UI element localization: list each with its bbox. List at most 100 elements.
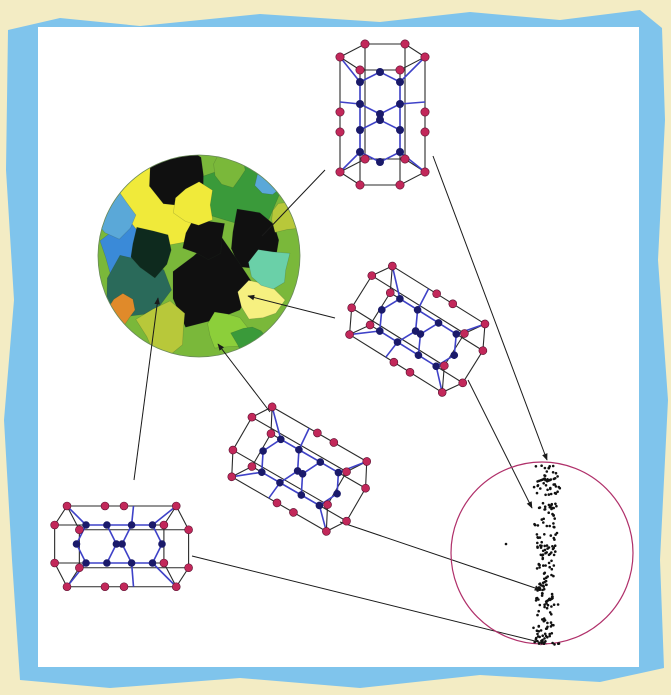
orientation-point — [540, 629, 543, 632]
orientation-point — [545, 635, 548, 638]
oxygen-atom-outer — [401, 155, 409, 163]
orientation-point — [553, 554, 556, 557]
orientation-point — [552, 465, 555, 468]
oxygen-atom-inner — [82, 521, 90, 529]
orientation-point — [551, 593, 554, 596]
orientation-point — [505, 543, 508, 546]
oxygen-atom-outer — [101, 502, 109, 510]
orientation-point — [557, 603, 560, 606]
orientation-point — [553, 643, 556, 646]
orientation-point — [546, 622, 549, 625]
orientation-point — [542, 521, 545, 524]
oxygen-atom-outer — [336, 108, 344, 116]
orientation-point — [536, 480, 539, 483]
orientation-point — [550, 534, 553, 537]
orientation-point — [545, 600, 548, 603]
oxygen-atom-inner — [356, 100, 364, 108]
oxygen-atom-outer — [421, 108, 429, 116]
orientation-point — [542, 553, 545, 556]
orientation-point — [545, 580, 548, 583]
orientation-point — [535, 465, 538, 468]
orientation-point — [553, 603, 556, 606]
oxygen-atom-outer — [336, 168, 344, 176]
orientation-point — [540, 640, 543, 643]
oxygen-atom-inner — [128, 521, 136, 529]
orientation-point — [554, 533, 557, 536]
orientation-point — [544, 564, 547, 567]
oxygen-atom-inner — [376, 116, 384, 124]
oxygen-atom-inner — [128, 559, 136, 567]
orientation-point — [554, 544, 557, 547]
orientation-point — [536, 533, 539, 536]
orientation-point — [533, 486, 536, 489]
oxygen-atom-outer — [51, 521, 59, 529]
orientation-point — [537, 484, 540, 487]
orientation-point — [543, 545, 546, 548]
orientation-point — [543, 606, 546, 609]
orientation-point — [549, 487, 552, 490]
orientation-point — [537, 625, 540, 628]
orientation-point — [543, 533, 546, 536]
oxygen-atom-outer — [75, 564, 83, 572]
oxygen-atom-outer — [361, 40, 369, 48]
oxygen-atom-inner — [103, 559, 111, 567]
orientation-point — [552, 522, 555, 525]
orientation-point — [539, 604, 542, 607]
orientation-point — [553, 517, 556, 520]
orientation-point — [543, 603, 546, 606]
orientation-point — [544, 552, 547, 555]
orientation-point — [544, 640, 547, 643]
oxygen-atom-inner — [356, 148, 364, 156]
oxygen-atom-inner — [396, 148, 404, 156]
orientation-point — [555, 505, 558, 508]
orientation-point — [552, 624, 555, 627]
orientation-point — [545, 584, 548, 587]
orientation-point — [543, 578, 546, 581]
oxygen-atom-inner — [376, 68, 384, 76]
oxygen-atom-outer — [160, 521, 168, 529]
orientation-point — [538, 566, 541, 569]
orientation-point — [537, 635, 540, 638]
oxygen-atom-outer — [336, 128, 344, 136]
orientation-point — [553, 564, 556, 567]
orientation-point — [544, 494, 547, 497]
orientation-point — [544, 505, 547, 508]
oxygen-atom-outer — [421, 53, 429, 61]
orientation-point — [552, 514, 555, 517]
oxygen-atom-inner — [113, 540, 121, 548]
orientation-point — [558, 642, 561, 645]
oxygen-atom-inner — [103, 521, 111, 529]
orientation-point — [552, 507, 555, 510]
orientation-point — [548, 633, 551, 636]
oxygen-atom-outer — [401, 40, 409, 48]
orientation-point — [542, 550, 545, 553]
oxygen-atom-outer — [172, 502, 180, 510]
orientation-point — [536, 542, 539, 545]
oxygen-atom-inner — [356, 126, 364, 134]
oxygen-atom-outer — [421, 168, 429, 176]
oxygen-atom-outer — [160, 559, 168, 567]
oxygen-atom-outer — [101, 583, 109, 591]
orientation-point — [548, 493, 551, 496]
oxygen-atom-outer — [63, 502, 71, 510]
orientation-point — [539, 536, 542, 539]
oxygen-atom-inner — [149, 521, 157, 529]
orientation-point — [541, 589, 544, 592]
orientation-point — [554, 492, 557, 495]
orientation-point — [536, 589, 539, 592]
orientation-point — [548, 566, 551, 569]
oxygen-atom-outer — [120, 502, 128, 510]
white-panel — [38, 27, 639, 667]
oxygen-atom-outer — [336, 53, 344, 61]
orientation-point — [542, 482, 545, 485]
orientation-point — [551, 568, 554, 571]
orientation-point — [546, 547, 549, 550]
orientation-point — [548, 562, 551, 565]
orientation-point — [550, 613, 553, 616]
oxygen-atom-outer — [51, 559, 59, 567]
orientation-point — [536, 492, 539, 495]
orientation-point — [546, 525, 549, 528]
orientation-point — [550, 621, 553, 624]
orientation-point — [555, 472, 558, 475]
